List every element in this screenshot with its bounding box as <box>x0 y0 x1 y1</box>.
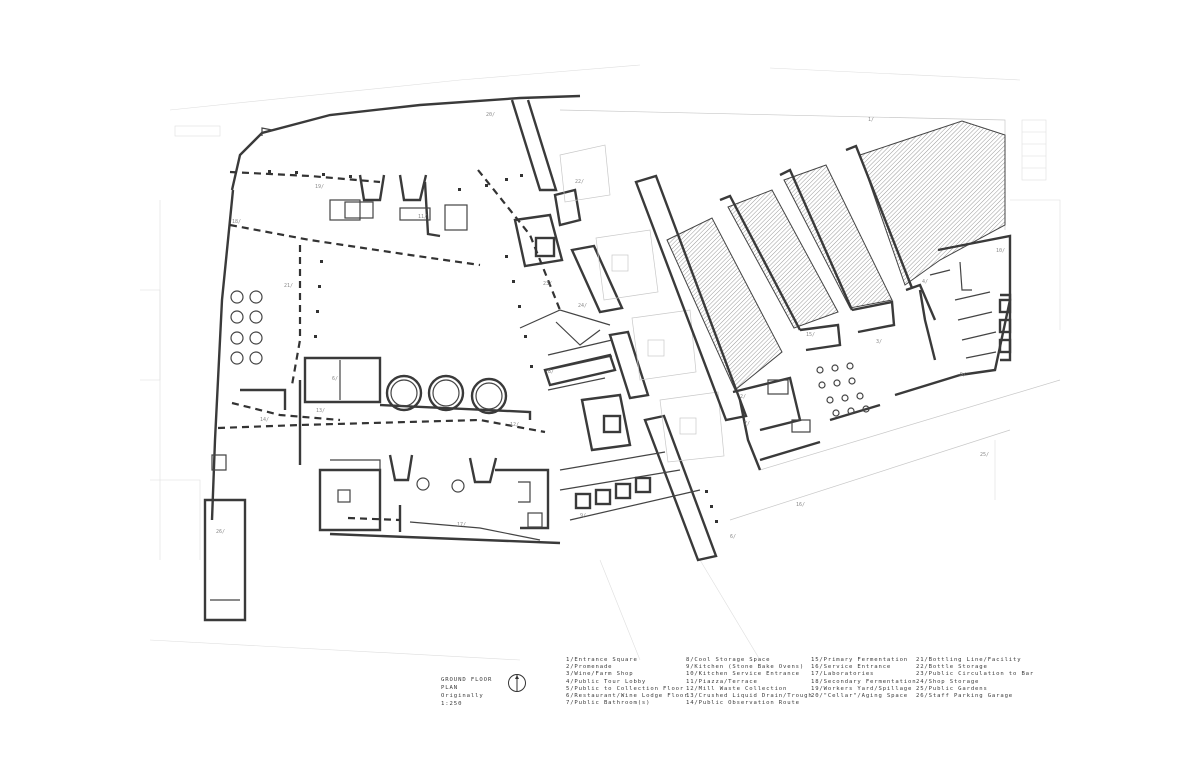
legend-item: 11/Piazza/Terrace <box>686 678 758 685</box>
legend-item: 10/Kitchen Service Entrance <box>686 671 800 678</box>
legend-item: 19/Workers Yard/Spillage <box>811 685 913 692</box>
legend-item: 15/Primary Fermentation <box>811 657 909 663</box>
space-tag: 22/ <box>575 179 584 185</box>
legend-item: 9/Kitchen (Stone Bake Ovens) <box>686 664 805 671</box>
legend-item: 1/Entrance Square <box>566 657 638 663</box>
structural-columns <box>268 170 718 523</box>
plan-title: GROUND FLOOR PLAN <box>441 677 493 691</box>
legend-item: 4/Public Tour Lobby <box>566 678 647 685</box>
legend-item: 26/Staff Parking Garage <box>916 693 1014 700</box>
legend-column-1: 1/Entrance Square 2/Promenade 3/Wine/Far… <box>566 657 691 707</box>
space-tag: 21/ <box>284 283 293 289</box>
space-tag: 6/ <box>730 534 736 540</box>
space-tag: 1/ <box>868 117 874 123</box>
space-tag: 2/ <box>740 394 746 400</box>
legend-item: 22/Bottle Storage <box>916 664 988 671</box>
legend-item: 5/Public to Collection Floor <box>566 685 685 692</box>
space-tag: 23/ <box>543 281 552 287</box>
legend-item: 8/Cool Storage Space <box>686 657 771 663</box>
space-tag: 19/ <box>315 184 324 190</box>
space-tag: 6/ <box>332 376 338 382</box>
site-context-lines <box>140 64 1061 661</box>
space-tag: 12/ <box>510 422 519 428</box>
legend-item: 24/Shop Storage <box>916 678 980 685</box>
lower-left-wing <box>318 454 561 545</box>
space-tag: 9/ <box>580 513 586 519</box>
legend-item: 23/Public Circulation to Bar <box>916 671 1035 678</box>
space-tag: 15/ <box>806 332 815 338</box>
legend-column-3: 15/Primary Fermentation 16/Service Entra… <box>811 657 936 700</box>
legend-item: 20/"Cellar"/Aging Space <box>811 693 909 700</box>
space-tag: 17/ <box>457 522 466 528</box>
round-tanks <box>385 374 508 415</box>
left-building-walls <box>203 94 581 622</box>
space-tag: 18/ <box>232 219 241 225</box>
restaurant-tables <box>230 290 465 493</box>
space-tag: 11/ <box>418 214 427 220</box>
space-tag: 7/ <box>744 421 750 427</box>
legend-item: 3/Wine/Farm Shop <box>566 671 634 678</box>
legend-item: 16/Service Entrance <box>811 664 892 671</box>
legend-item: 14/Public Observation Route <box>686 700 800 707</box>
legend-item: 6/Restaurant/Wine Lodge Floor <box>566 693 689 700</box>
space-tag: 8/ <box>548 369 554 375</box>
central-service-block <box>477 99 725 562</box>
space-tag: 16/ <box>796 502 805 508</box>
legend-item: 7/Public Bathroom(s) <box>566 700 651 707</box>
space-tag: 14/ <box>260 417 269 423</box>
space-tag: 10/ <box>996 248 1005 254</box>
legend-item: 21/Bottling Line/Facility <box>916 657 1022 663</box>
plan-title-block: GROUND FLOOR PLAN Originally 1:250 <box>441 676 505 708</box>
plan-scale: Originally 1:250 <box>441 693 484 707</box>
space-tag: 5/ <box>960 372 966 378</box>
legend-item: 2/Promenade <box>566 664 613 671</box>
space-tag: 25/ <box>980 452 989 458</box>
space-number-tags: 20/ 19/ 18/ 21/ 22/ 23/ 24/ 8/ 13/ 14/ 1… <box>216 112 1005 540</box>
legend-item: 13/Crushed Liquid Drain/Trough <box>686 693 813 700</box>
legend-item: 18/Secondary Fermentation <box>811 678 917 685</box>
legend-item: 12/Mill Waste Collection <box>686 685 788 692</box>
space-tag: 13/ <box>316 408 325 414</box>
legend-column-2: 8/Cool Storage Space 9/Kitchen (Stone Ba… <box>686 657 813 707</box>
space-tag: 24/ <box>578 303 587 309</box>
space-tag: 3/ <box>876 339 882 345</box>
north-arrow-icon <box>508 674 526 692</box>
space-tag: 20/ <box>486 112 495 118</box>
legend-item: 25/Public Gardens <box>916 685 988 692</box>
fermentation-halls <box>634 120 1012 471</box>
legend-item: 17/Laboratories <box>811 671 875 678</box>
legend-column-4: 21/Bottling Line/Facility 22/Bottle Stor… <box>916 657 1041 700</box>
space-tag: 4/ <box>922 279 928 285</box>
shop-bays <box>329 174 468 238</box>
space-tag: 26/ <box>216 529 225 535</box>
